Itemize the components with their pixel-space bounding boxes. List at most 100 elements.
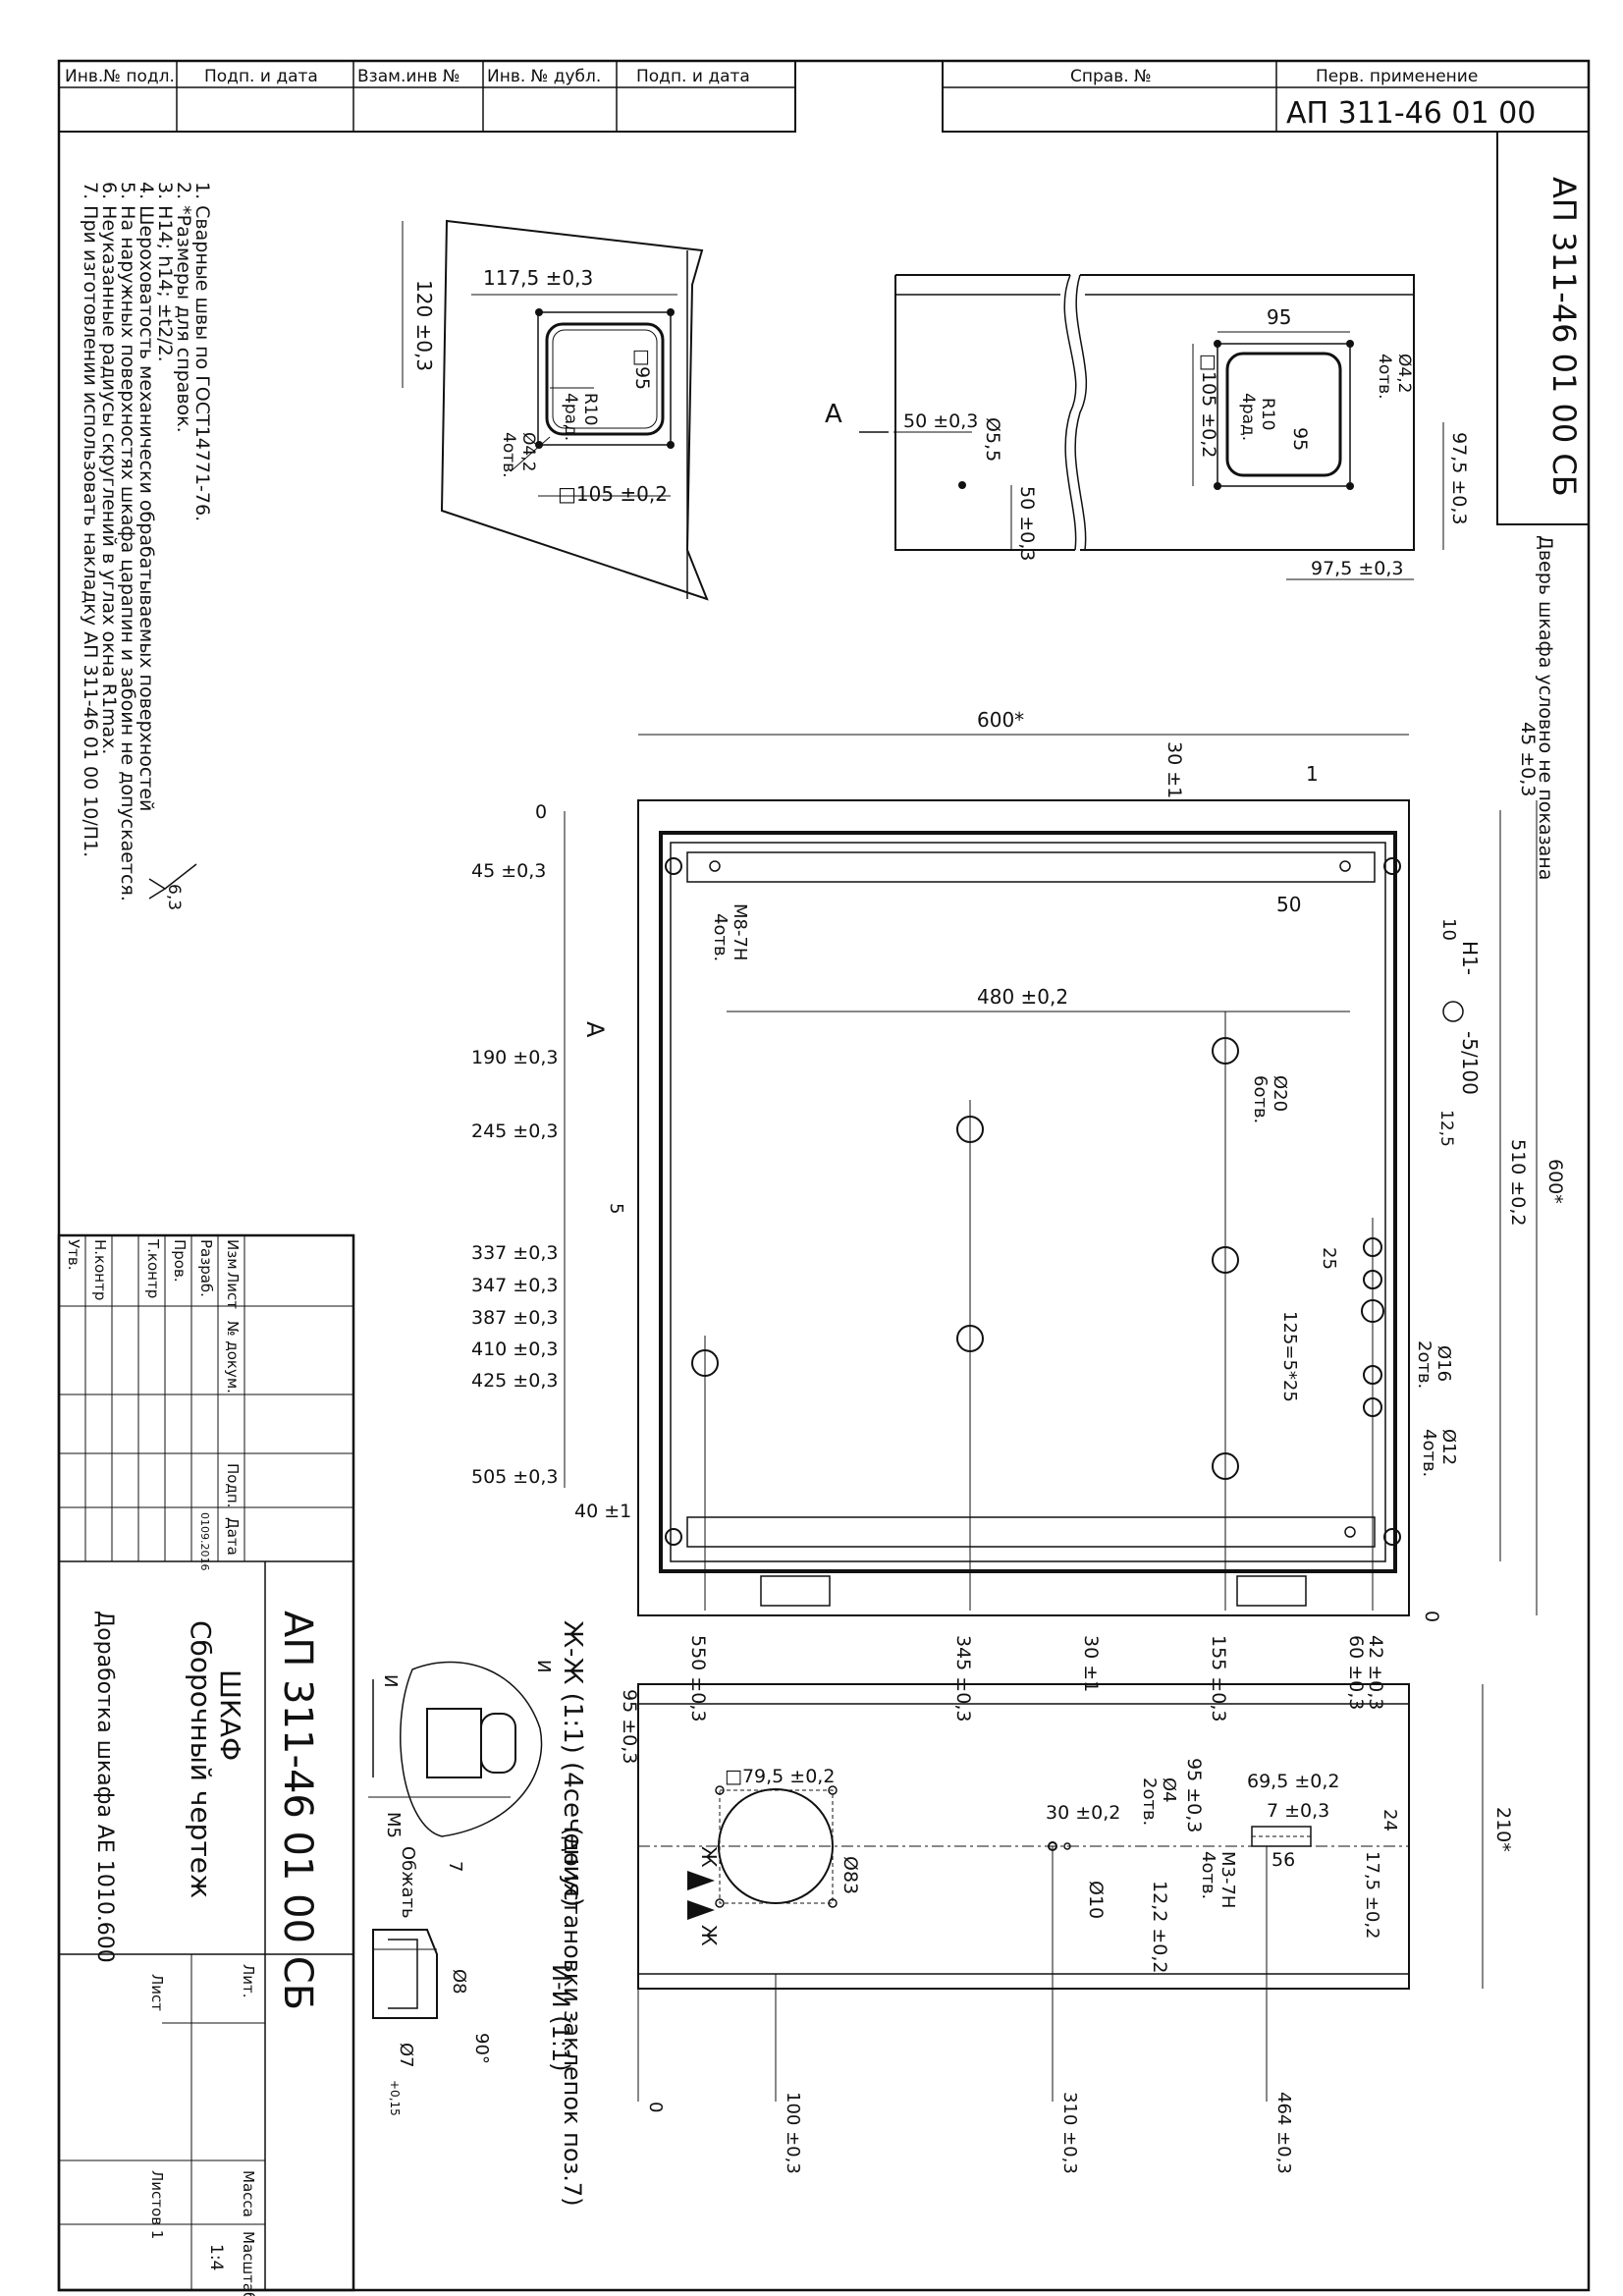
mv-left-9: 425 ±0,3 [471,1370,558,1392]
roughness-value: 6,3 [164,884,184,910]
tt-cell-5: Подп. и дата [636,67,750,86]
bv-dim-22: Ж [697,1846,721,1868]
side-code-box: АП 311-46 01 00 СБ [1496,131,1590,525]
note-4: 4. Шероховатость механически обрабатывае… [135,182,157,811]
tb-role-utv: Утв. [65,1239,82,1271]
mv-callout-10: 25 [1319,1247,1339,1270]
section-i: И-И (1:1) (до установки заклепок поз.7) … [372,1827,586,2207]
mv-bottom-1: 550 ±0,3 [687,1635,709,1722]
flatness-symbol [1442,1001,1464,1022]
bv-dim-20: 310 ±0,3 [1059,2092,1080,2174]
mv-left-3: 190 ±0,3 [471,1047,558,1068]
i-label-1: Ø8 [449,1969,469,1995]
tb-head-list: Лист [224,1272,242,1309]
section-zh: Ж-Ж (1:1) (4сечения) И И М5 Обжать 7 [368,1620,587,1919]
mv-callout-9: 125=5*25 [1279,1311,1300,1402]
section-i-subtitle: (до установки заклепок поз.7) [559,1827,586,2207]
top-right-table: Справ. № Перв. применение АП 311-46 01 0… [942,60,1590,133]
note-1: 1. Сварные швы по ГОСТ14771-76. [191,182,213,521]
note-7: 7. При изготовлении использовать накладк… [80,182,101,857]
bv-dim-19: 100 ±0,3 [783,2092,803,2174]
dr-dim-2: Ø4,2 [1394,354,1414,393]
mv-bottom-6: 60 ±0,3 [1345,1635,1367,1710]
mv-top-5: 1 [1306,762,1319,786]
bottom-view: 95 ±0,3 □79,5 ±0,2 Ø83 30 ±0,2 Ø4 2отв. … [619,1683,1514,2174]
note-5: 5. На наружных поверхностях шкафа царапи… [117,182,138,902]
dl-dim-3: □95 [631,349,653,390]
mv-callout-12: А [581,1021,609,1038]
dr-dim-10: 50 ±0,3 [1016,486,1038,561]
tb-role-razrab: Разраб. [197,1239,215,1297]
mv-callout-16: 12,5 [1436,1110,1456,1147]
tb-doc-type: Сборочный чертеж [185,1620,217,1898]
dr-dim-9: 50 ±0,3 [903,410,978,432]
mv-left-4: 245 ±0,3 [471,1121,558,1142]
bv-dim-13: 4отв. [1198,1851,1218,1899]
dr-dim-4: □105 ±0,2 [1198,354,1219,458]
bv-dim-11: 7 ±0,3 [1267,1800,1329,1822]
tb-code: АП 311-46 01 00 СБ [275,1611,320,2010]
tb-date: 0109.2016 [198,1512,211,1571]
bv-dim-21: 464 ±0,3 [1273,2092,1294,2174]
main-view: 600* 30 ±1 50 480 ±0,2 1 0 45 ±0,3 190 ±… [471,708,1566,1722]
mv-callout-7: Ø12 [1438,1429,1459,1465]
side-code: АП 311-46 01 00 СБ [1545,177,1583,497]
tb-head-dok: № докум. [224,1321,242,1394]
tt-cell-4: Инв. № дубл. [487,67,601,86]
bv-dim-23: Ж [697,1925,721,1946]
mv-callout-11: 5 [606,1203,626,1214]
dl-dim-4: R10 [580,393,600,425]
zh-label-4: Обжать [398,1846,418,1919]
mv-callout-4: 6отв. [1250,1075,1271,1123]
zh-label-2: И [533,1660,554,1672]
section-i-title: И-И (1:1) [547,1964,574,2072]
bv-dim-9: 12,2 ±0,2 [1149,1881,1170,1973]
mv-left-6: 347 ±0,3 [471,1275,558,1296]
detail-right: 95 Ø4,2 4отв. □105 ±0,2 R10 4рад. 95 Ø5,… [825,274,1470,580]
tb-head-date: Дата [224,1517,242,1556]
mv-left-7: 387 ±0,3 [471,1307,558,1329]
technical-notes: 1. Сварные швы по ГОСТ14771-76. 2. *Разм… [80,182,213,910]
tb-role-prov: Пров. [171,1239,189,1283]
title-block: АП 311-46 01 00 СБ ШКАФ Сборочный чертеж… [57,1233,355,2296]
dr-dim-11: 97,5 ±0,3 [1448,432,1470,524]
zh-label-5: 7 [445,1861,465,1872]
tb-scale-label: Масштаб [240,2231,257,2296]
mv-bottom-4: 155 ±0,3 [1208,1635,1229,1722]
tb-scale: 1:4 [206,2244,226,2270]
tt-cell-2: Подп. и дата [204,67,318,86]
bv-dim-14: 56 [1271,1849,1295,1871]
mv-callout-2: 4отв. [710,913,730,961]
perv-label: Перв. применение [1316,67,1478,86]
tb-head-podp: Подп. [224,1463,242,1507]
bv-dim-6: 2отв. [1139,1777,1160,1826]
tt-cell-3: Взам.инв № [357,67,460,86]
mv-bottom-7: 0 [1421,1611,1442,1622]
tb-name: ШКАФ [214,1669,246,1761]
section-zh-title: Ж-Ж (1:1) (4сечения) [558,1620,587,1907]
sprav-label: Справ. № [1070,67,1152,86]
dl-dim-6: Ø4,2 [518,432,538,471]
mv-bottom-5: 42 ±0,3 [1365,1635,1386,1710]
bv-dim-12: М3-7Н [1217,1851,1238,1908]
mv-callout-8: 4отв. [1419,1429,1439,1477]
bv-dim-5: Ø4 [1159,1777,1179,1803]
mv-top-1: 600* [977,708,1024,732]
mv-callout-13: 10 [1438,918,1459,941]
roughness-symbol [148,863,197,900]
dl-dim-8: □105 ±0,2 [558,482,668,506]
side-note: Дверь шкафа условно не показана [1535,535,1556,880]
mv-left-10: 505 ±0,3 [471,1466,558,1488]
sheet-frame [57,59,1591,2292]
dr-dim-1: 95 [1267,305,1291,329]
note-6: 6. Неуказанные радиусы скруглений в угла… [98,182,120,754]
bv-dim-4: 30 ±0,2 [1046,1802,1120,1824]
mv-right-2: 510 ±0,2 [1507,1139,1529,1226]
mv-left-1: 0 [535,801,547,823]
dr-dim-8: Ø5,5 [982,417,1003,462]
mv-callout-6: 2отв. [1414,1340,1434,1389]
top-left-table: Инв.№ подл. Подп. и дата Взам.инв № Инв.… [58,60,796,133]
dl-dim-7: 4отв. [499,432,518,478]
mv-bottom-3: 30 ±1 [1080,1635,1102,1692]
tt-cell-1: Инв.№ подл. [65,67,175,86]
